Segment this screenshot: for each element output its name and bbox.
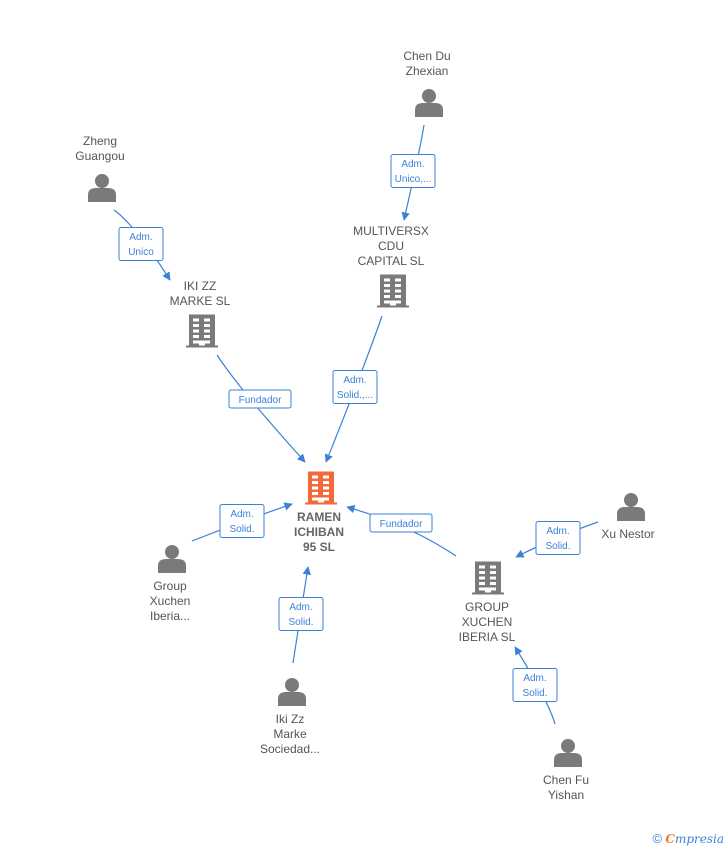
edge-label-box[interactable] [332,370,378,404]
node-label: Chen Fu [543,773,589,787]
node-ikip[interactable]: Iki ZzMarkeSociedad... [260,678,320,756]
node-label: MULTIVERSX [353,224,429,238]
person-icon [278,678,306,706]
edge-label-text: Unico [128,247,154,258]
edge-label-text: Fundador [239,395,282,406]
edge-multiversx-to-ramen: Adm. Solid.,... [324,315,383,463]
node-label: MARKE SL [170,294,231,308]
edge-label-box[interactable] [278,597,324,631]
person-icon [158,545,186,573]
edge-label-text: Solid. [288,617,313,628]
edge-chenfu-to-groupx: Adm. Solid. [512,646,558,725]
node-label: 95 SL [303,540,335,554]
building-icon [377,274,409,308]
person-icon [88,174,116,202]
edge-label-box[interactable] [390,154,436,188]
person-icon [554,739,582,767]
node-label: Xuchen [150,594,191,608]
node-label: RAMEN [297,510,341,524]
node-label: Zhexian [406,64,449,78]
edge-label-box[interactable] [228,389,292,409]
brand-rest: mpresia [674,832,724,846]
edge-label-text: Solid. [545,541,570,552]
edge-label-box[interactable] [219,504,265,538]
edge-xunestor-to-groupx: Adm. Solid. [515,521,599,558]
edge-groupx-to-ramen: Fundador [346,505,457,557]
edge-label-text: Adm. [343,375,366,386]
edge-label-text: Solid. [522,688,547,699]
node-label: IKI ZZ [184,279,217,293]
edge-label-box[interactable] [118,227,164,261]
edge-zheng-to-iki: Adm. Unico [113,209,171,281]
node-label: Yishan [548,788,584,802]
node-groupp[interactable]: GroupXuchenIberia... [150,545,191,623]
node-label: GROUP [465,600,509,614]
node-label: Group [153,579,187,593]
node-label: Iberia... [150,609,190,623]
node-label: ICHIBAN [294,525,344,539]
edge-label-text: Adm. [289,602,312,613]
edge-label-text: Adm. [546,526,569,537]
copyright-symbol: © [652,831,663,846]
person-icon [617,493,645,521]
edge-label-text: Unico,... [395,174,432,185]
edge-label-box[interactable] [369,513,433,533]
edge-label-text: Solid. [229,524,254,535]
node-label: CDU [378,239,404,253]
edge-chendu-to-multiversx: Adm. Unico,... [390,124,436,221]
node-label: Xu Nestor [601,527,654,541]
node-label: Guangou [75,149,124,163]
edge-label-text: Adm. [523,673,546,684]
node-label: Marke [273,727,307,741]
edge-ikip-to-ramen: Adm. Solid. [278,566,324,664]
node-label: IBERIA SL [459,630,516,644]
edge-label-text: Fundador [380,519,423,530]
building-icon [472,561,504,595]
edge-label-box[interactable] [535,521,581,555]
empresia-logo: © Cmpresia [652,831,724,846]
node-label: XUCHEN [462,615,513,629]
edge-label-text: Adm. [401,159,424,170]
node-xunestor[interactable]: Xu Nestor [601,493,655,541]
edge-groupp-to-ramen: Adm. Solid. [191,502,293,542]
building-icon [186,314,218,348]
edge-label-text: Adm. [230,509,253,520]
brand-initial: C [665,832,675,846]
node-label: CAPITAL SL [358,254,425,268]
edge-label-box[interactable] [512,668,558,702]
node-label: Iki Zz [276,712,305,726]
person-icon [415,89,443,117]
node-label: Zheng [83,134,117,148]
building-icon [305,471,337,505]
edge-label-text: Adm. [129,232,152,243]
node-label: Chen Du [403,49,450,63]
node-label: Sociedad... [260,742,320,756]
edge-label-text: Solid.,... [337,390,373,401]
edge-iki-to-ramen: Fundador [216,354,306,463]
